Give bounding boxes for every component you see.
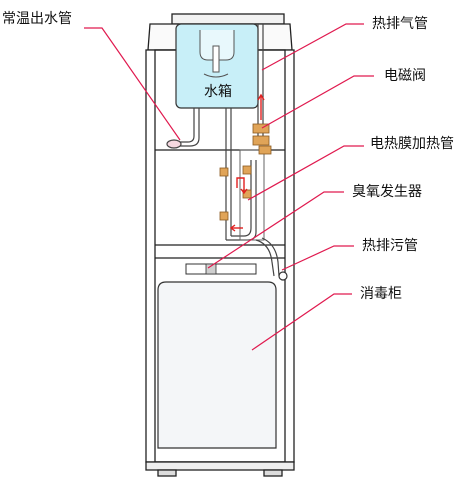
ambient-outlet-pipe bbox=[166, 108, 200, 149]
leader-lines bbox=[84, 23, 374, 351]
leader-cabinet bbox=[251, 293, 352, 351]
heating-pipes bbox=[225, 24, 288, 281]
leader-ozone bbox=[207, 191, 344, 269]
label-sterilization-cabinet: 消毒柜 bbox=[360, 286, 402, 302]
leader-valve bbox=[261, 75, 374, 129]
label-hot-vent-pipe: 热排气管 bbox=[372, 16, 428, 32]
label-ambient-outlet: 常温出水管 bbox=[2, 11, 72, 27]
leader-vent bbox=[261, 23, 364, 71]
pipe-fittings bbox=[219, 123, 272, 221]
water-tank bbox=[175, 23, 259, 109]
leader-heater bbox=[247, 145, 364, 201]
label-film-heater: 电热膜加热管 bbox=[370, 136, 454, 152]
flow-arrows bbox=[229, 93, 265, 232]
tank-label: 水箱 bbox=[204, 84, 232, 100]
label-ozone-generator: 臭氧发生器 bbox=[352, 184, 422, 200]
label-hot-drain-pipe: 热排污管 bbox=[362, 238, 418, 254]
leader-outlet bbox=[84, 27, 181, 141]
ozone-generator bbox=[185, 263, 257, 275]
label-solenoid-valve: 电磁阀 bbox=[384, 68, 426, 84]
leader-drain bbox=[281, 245, 354, 271]
sterilization-cabinet bbox=[157, 281, 277, 449]
